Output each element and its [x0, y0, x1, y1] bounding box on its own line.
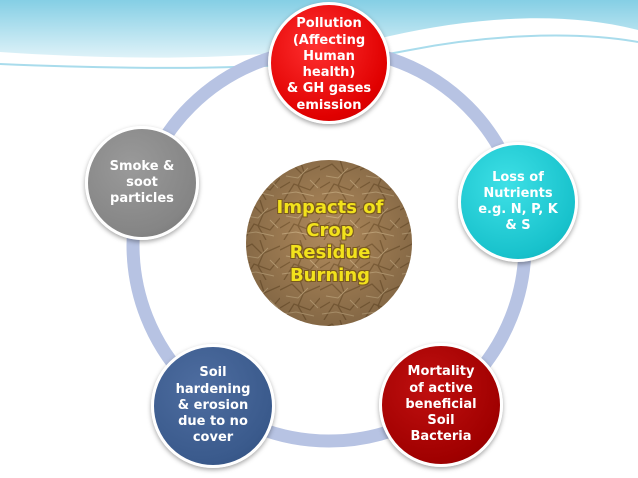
- node-mortality-soil-bacteria: Mortality of active beneficial Soil Bact…: [379, 343, 503, 467]
- node-soil-hardening: Soil hardening & erosion due to no cover: [151, 344, 275, 468]
- center-title: Impacts of Crop Residue Burning: [276, 197, 384, 286]
- center-image: [246, 160, 412, 326]
- node-loss-of-nutrients: Loss of Nutrients e.g. N, P, K & S: [458, 142, 578, 262]
- node-pollution: Pollution (Affecting Human health) & GH …: [268, 2, 390, 124]
- node-smoke-soot: Smoke & soot particles: [85, 126, 199, 240]
